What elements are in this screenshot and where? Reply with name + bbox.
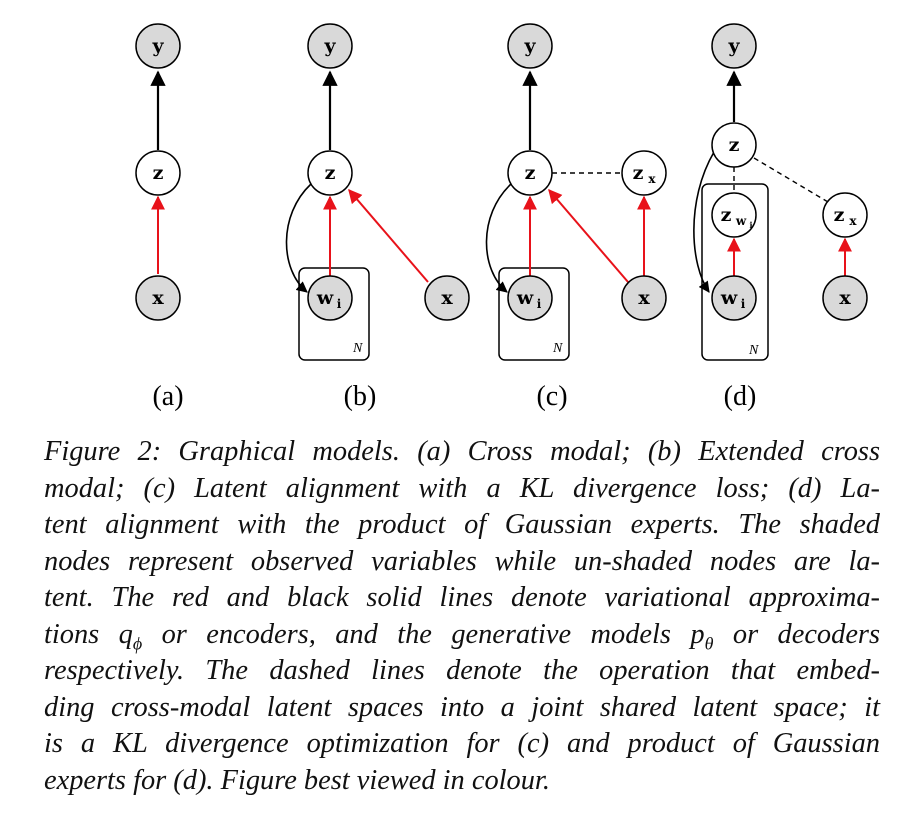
svg-text:z: z xyxy=(633,162,644,184)
caption-line-math: tions qϕ or encoders, and the generative… xyxy=(44,617,880,654)
svg-text:z: z xyxy=(721,204,732,226)
svg-text:w: w xyxy=(316,287,334,309)
node-x: x xyxy=(621,275,667,321)
graphical-models-figure: y z x (a) N y z w i xyxy=(135,23,868,412)
svg-text:w: w xyxy=(516,287,534,309)
svg-text:w: w xyxy=(735,214,747,228)
svg-text:z: z xyxy=(834,204,845,226)
edge-z-w-decoder xyxy=(285,183,312,293)
node-z: z xyxy=(307,150,353,196)
node-w-i: w i xyxy=(507,275,553,321)
node-y: y xyxy=(507,23,553,69)
caption-line: ding cross-modal latent spaces into a jo… xyxy=(44,691,880,723)
caption-line: nodes represent observed variables while… xyxy=(44,545,880,577)
svg-text:z: z xyxy=(153,162,164,184)
plate-n xyxy=(701,183,769,361)
svg-text:x: x xyxy=(849,214,857,228)
caption-line: Figure 2: Graphical models. (a) Cross mo… xyxy=(44,436,880,467)
panel-label-b: (b) xyxy=(344,381,377,412)
svg-text:z: z xyxy=(729,134,740,156)
svg-text:x: x xyxy=(839,287,851,309)
svg-text:i: i xyxy=(741,297,746,311)
panel-label-d: (d) xyxy=(724,381,757,412)
plate-label: N xyxy=(748,343,759,358)
node-z-x: z x xyxy=(822,192,868,238)
caption-line: tent alignment with the product of Gauss… xyxy=(44,509,880,540)
svg-text:i: i xyxy=(537,297,542,311)
svg-text:y: y xyxy=(323,35,336,57)
panel-b: N y z w i x (b) xyxy=(285,23,470,412)
caption-line: experts for (d). Figure best viewed in c… xyxy=(44,764,550,796)
caption-line: tent. The red and black solid lines deno… xyxy=(44,582,880,613)
edge-x-z-encoder xyxy=(548,188,629,283)
node-w-i: w i xyxy=(307,275,353,321)
caption-line: respectively. The dashed lines denote th… xyxy=(44,655,880,686)
node-z: z xyxy=(507,150,553,196)
node-z: z xyxy=(711,122,757,168)
svg-text:z: z xyxy=(525,162,536,184)
node-w-i: w i xyxy=(711,275,757,321)
edge-x-z-encoder xyxy=(348,188,429,283)
node-x: x xyxy=(424,275,470,321)
p-theta-symbol: pθ xyxy=(690,618,714,654)
node-x: x xyxy=(822,275,868,321)
panel-label-c: (c) xyxy=(536,381,567,412)
edge-z-w-decoder xyxy=(693,151,715,293)
node-x: x xyxy=(135,275,181,321)
svg-text:i: i xyxy=(337,297,342,311)
svg-text:w: w xyxy=(720,287,738,309)
panel-c: N y z z x w i x (c) xyxy=(485,23,667,412)
svg-text:y: y xyxy=(151,35,164,57)
svg-text:z: z xyxy=(325,162,336,184)
caption-line: modal; (c) Latent alignment with a KL di… xyxy=(44,472,880,504)
node-y: y xyxy=(135,23,181,69)
panel-label-a: (a) xyxy=(152,381,183,412)
node-z-w-i: z w i xyxy=(711,192,757,238)
caption-text: or encoders, and the generative models xyxy=(161,618,671,650)
plate-n xyxy=(498,267,570,361)
svg-text:y: y xyxy=(727,35,740,57)
node-z-x: z x xyxy=(621,150,667,196)
svg-text:y: y xyxy=(523,35,536,57)
panel-a: y z x (a) xyxy=(135,23,184,412)
caption-text: tions xyxy=(44,618,100,650)
svg-text:x: x xyxy=(638,287,650,309)
node-y: y xyxy=(307,23,353,69)
plate-label: N xyxy=(552,341,563,356)
caption-line: is a KL divergence optimization for (c) … xyxy=(44,728,880,759)
node-z: z xyxy=(135,150,181,196)
svg-text:x: x xyxy=(648,172,656,186)
panel-d: N y z z w i z x w i xyxy=(693,23,868,412)
plate-label: N xyxy=(352,341,363,356)
edge-z-w-decoder xyxy=(485,183,512,293)
plate-n xyxy=(298,267,370,361)
svg-text:x: x xyxy=(441,287,453,309)
svg-text:x: x xyxy=(152,287,164,309)
figure-caption: Figure 2: Graphical models. (a) Cross mo… xyxy=(44,434,880,799)
svg-text:i: i xyxy=(749,220,752,230)
caption-text: or decoders xyxy=(732,618,881,650)
node-y: y xyxy=(711,23,757,69)
edge-z-zx-dashed xyxy=(753,157,829,203)
q-phi-symbol: qϕ xyxy=(118,618,143,654)
